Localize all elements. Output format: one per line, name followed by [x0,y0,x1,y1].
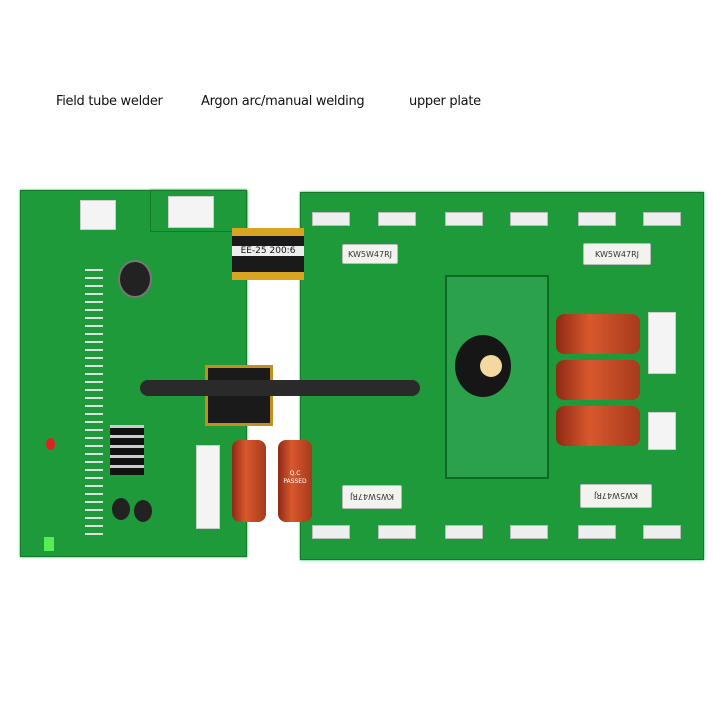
terminal-pad [378,525,416,539]
connector [648,312,676,374]
terminal-pad [510,212,548,226]
wire-bundle [140,380,420,396]
terminal-pad [378,212,416,226]
heatsink-pins [85,265,103,535]
connector [648,412,676,450]
terminal-pad [643,525,681,539]
toroid-label [480,355,502,377]
power-resistor: KW5W47RJ [580,484,652,508]
terminal-pad [643,212,681,226]
terminal-pad [445,212,483,226]
terminal-pad [312,525,350,539]
power-resistor: KW5W47RJ [583,243,651,265]
film-capacitor [556,314,640,354]
transformer: EE-25 200:6 [232,228,304,280]
terminal-pad [510,525,548,539]
terminal-pad [578,212,616,226]
electrolytic-capacitor [118,260,152,298]
label-upper-plate: upper plate [409,94,481,109]
transformer-marking: EE-25 200:6 [232,246,304,256]
power-resistor: KW5W47RJ [342,485,402,509]
mosfet-array [110,425,144,475]
connector [196,445,220,529]
electrolytic-capacitor [134,500,152,522]
terminal-pad [578,525,616,539]
terminal-pad [445,525,483,539]
label-field-tube-welder: Field tube welder [56,94,163,109]
film-capacitor [556,406,640,446]
connector [168,196,214,228]
film-capacitor [556,360,640,400]
led-red [46,438,55,450]
power-resistor: KW5W47RJ [342,244,398,264]
led-green [44,537,54,551]
connector [80,200,116,230]
electrolytic-capacitor [112,498,130,520]
film-capacitor [232,440,266,522]
capacitor-marking: Q.C PASSED [283,470,307,485]
terminal-pad [312,212,350,226]
label-argon-arc-manual-welding: Argon arc/manual welding [201,94,365,109]
film-capacitor: Q.C PASSED [278,440,312,522]
